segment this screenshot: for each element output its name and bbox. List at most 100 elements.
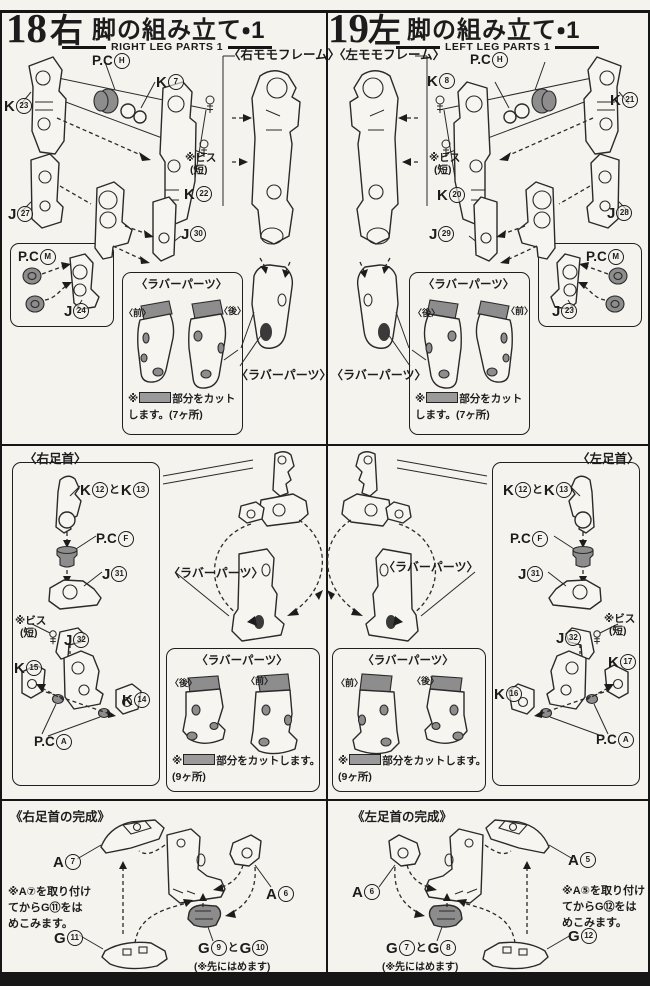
completion-caption-right: 《右足首の完成》	[10, 810, 111, 824]
rubber-caption-center-right: 〈ラバーパーツ〉	[168, 566, 264, 580]
screw-note: ※ビス(短)	[185, 152, 217, 177]
rubber-boot-figure	[231, 548, 285, 642]
j31-base	[48, 579, 102, 610]
j-bracket-part	[69, 253, 100, 310]
k23-part	[28, 56, 67, 155]
cut-note: ※部分をカットします。 (9ヶ所)	[338, 754, 487, 783]
step19-subtitle: LEFT LEG PARTS 1	[396, 41, 600, 53]
ankle-boot	[166, 828, 226, 904]
step19-title: 脚の組み立て・1	[407, 17, 581, 44]
step18-side-kanji: 右	[50, 12, 83, 49]
gray-swatch	[139, 392, 172, 403]
rear-tag: 〈後〉	[412, 676, 440, 686]
rubber-boots-pair-diagram	[182, 673, 298, 755]
top-rule	[0, 10, 650, 13]
fit-first-note: (※先にはめます)	[382, 962, 459, 973]
mid-divider-1	[0, 444, 650, 446]
step18-title: 脚の組み立て・1	[92, 17, 266, 44]
a7-armor	[100, 819, 165, 854]
thigh-frame-part	[251, 70, 301, 245]
pcf-bushing	[56, 549, 78, 568]
rubber-box-title: 〈ラバーパーツ〉	[196, 655, 288, 667]
k14-part	[115, 683, 142, 715]
rubber-caption-right: 〈ラバーパーツ〉	[236, 368, 332, 382]
rubber-parts-box-left-leg	[409, 272, 530, 435]
ankle-completion-diagram-right	[76, 819, 272, 970]
center-divider	[326, 10, 328, 972]
rubber-boot-front	[137, 313, 175, 383]
ankle-assembly-diagram-right	[21, 475, 142, 737]
step19-side-kanji: 左	[368, 12, 401, 49]
assembly-note: ※A⑦を取り付け てからG⑪をは めこみます。	[8, 886, 91, 930]
subtitle-bar	[396, 45, 440, 49]
rubber-caption-left: 〈ラバーパーツ〉	[331, 368, 427, 382]
a6-part	[229, 834, 262, 867]
ankle-boot-assembly-right	[162, 451, 323, 642]
rubber-caption-center-left: 〈ラバーパーツ〉	[383, 560, 479, 574]
screw-icon	[49, 630, 57, 645]
subtitle-bar	[228, 45, 273, 49]
rear-tag: 〈後〉	[170, 678, 198, 688]
g-sole-part	[101, 941, 168, 970]
j27-part	[30, 153, 64, 229]
k22-part	[159, 81, 197, 225]
rear-tag: 〈後〉	[219, 306, 247, 316]
left-rule	[0, 10, 2, 974]
pcm-box-diagram	[22, 253, 100, 313]
screw-note: ※ビス(短)	[429, 152, 461, 177]
joint-part	[94, 181, 133, 260]
cut-note: ※部分をカット します。(7ヶ所)	[415, 392, 523, 421]
fit-first-note: (※先にはめます)	[194, 962, 271, 973]
step18-subtitle: RIGHT LEG PARTS 1	[62, 41, 273, 53]
rear-tag: 〈後〉	[413, 308, 441, 318]
ankle-box-right	[12, 462, 160, 786]
right-rule	[648, 10, 650, 974]
front-tag: 〈前〉	[246, 676, 274, 686]
front-tag: 〈前〉	[124, 308, 152, 318]
j30-part	[152, 196, 177, 262]
front-tag: 〈前〉	[336, 678, 364, 688]
step18-number: 18	[6, 5, 47, 51]
assembly-note: ※A⑤を取り付け てからG⑫をは めこみます。	[562, 885, 645, 929]
screw-note: ※ビス(短)	[15, 615, 47, 640]
cut-note: ※部分をカット します。(7ヶ所)	[128, 392, 236, 421]
pcm-box-right-leg	[10, 243, 114, 327]
ankle-block	[63, 650, 104, 710]
screw-note: ※ビス(短)	[604, 613, 636, 638]
rubber-boots-box-right	[166, 648, 320, 792]
pcm-box-left-leg	[538, 243, 642, 327]
rubber-box-title: 〈ラバーパーツ〉	[362, 655, 454, 667]
rubber-boots-diagram	[137, 299, 239, 389]
rubber-thigh-part	[251, 264, 294, 349]
thigh-frame-figure-right	[222, 55, 301, 367]
front-tag: 〈前〉	[506, 306, 534, 316]
